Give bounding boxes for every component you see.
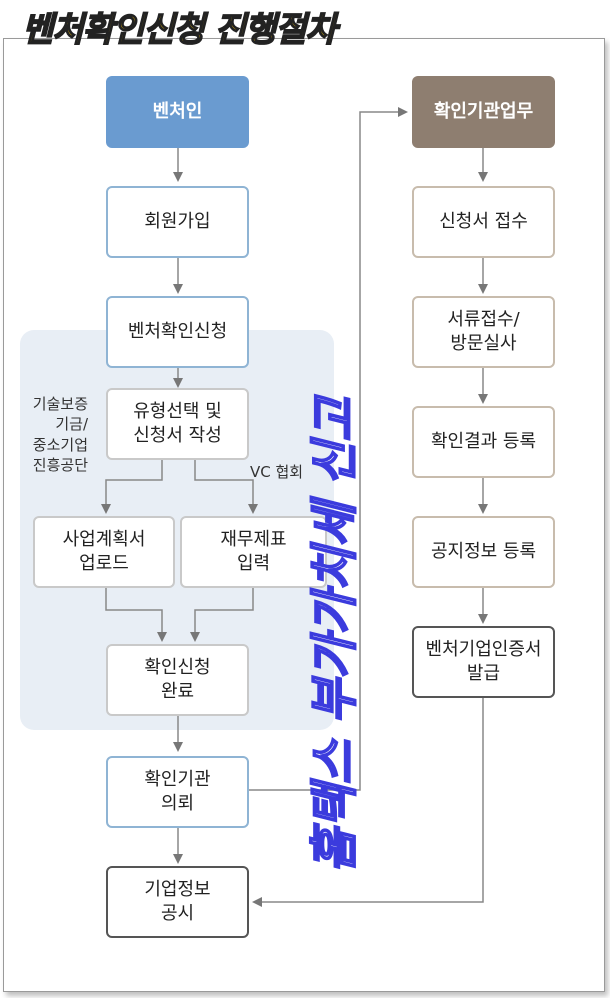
- step-request-agency: 확인기관 의뢰: [106, 756, 249, 828]
- step-certificate: 벤처기업인증서 발급: [412, 626, 555, 698]
- agencies-label: 기술보증 기금/ 중소기업 진흥공단: [32, 395, 88, 474]
- step-enter-finance: 재무제표 입력: [180, 516, 327, 588]
- step-upload-plan: 사업계획서 업로드: [33, 516, 175, 588]
- watermark-text: 홈택스 부가가치세 신고: [306, 396, 364, 873]
- step-review: 서류접수/ 방문실사: [412, 296, 555, 368]
- step-apply: 벤처확인신청: [106, 296, 249, 368]
- arrow-plan-to-complete: [105, 588, 167, 642]
- arrow-select-to-finance: [194, 460, 258, 514]
- step-join: 회원가입: [106, 186, 249, 258]
- applicant-header: 벤처인: [106, 76, 249, 148]
- arrow-select-to-plan: [101, 460, 163, 514]
- agency-header: 확인기관업무: [412, 76, 555, 148]
- step-select-type: 유형선택 및 신청서 작성: [106, 388, 249, 460]
- step-complete: 확인신청 완료: [106, 644, 249, 716]
- step-receive: 신청서 접수: [412, 186, 555, 258]
- step-register-notice: 공지정보 등록: [412, 516, 555, 588]
- vc-label: VC 협회: [250, 463, 304, 481]
- step-publish-info: 기업정보 공시: [106, 866, 249, 938]
- arrow-finance-to-complete: [190, 588, 254, 642]
- arrow-request-to-agency: [248, 107, 408, 791]
- diagram-title: 벤처확인신청 진행절차: [21, 9, 337, 51]
- arrow-cert-to-publish: [252, 698, 484, 907]
- step-register-result: 확인결과 등록: [412, 406, 555, 478]
